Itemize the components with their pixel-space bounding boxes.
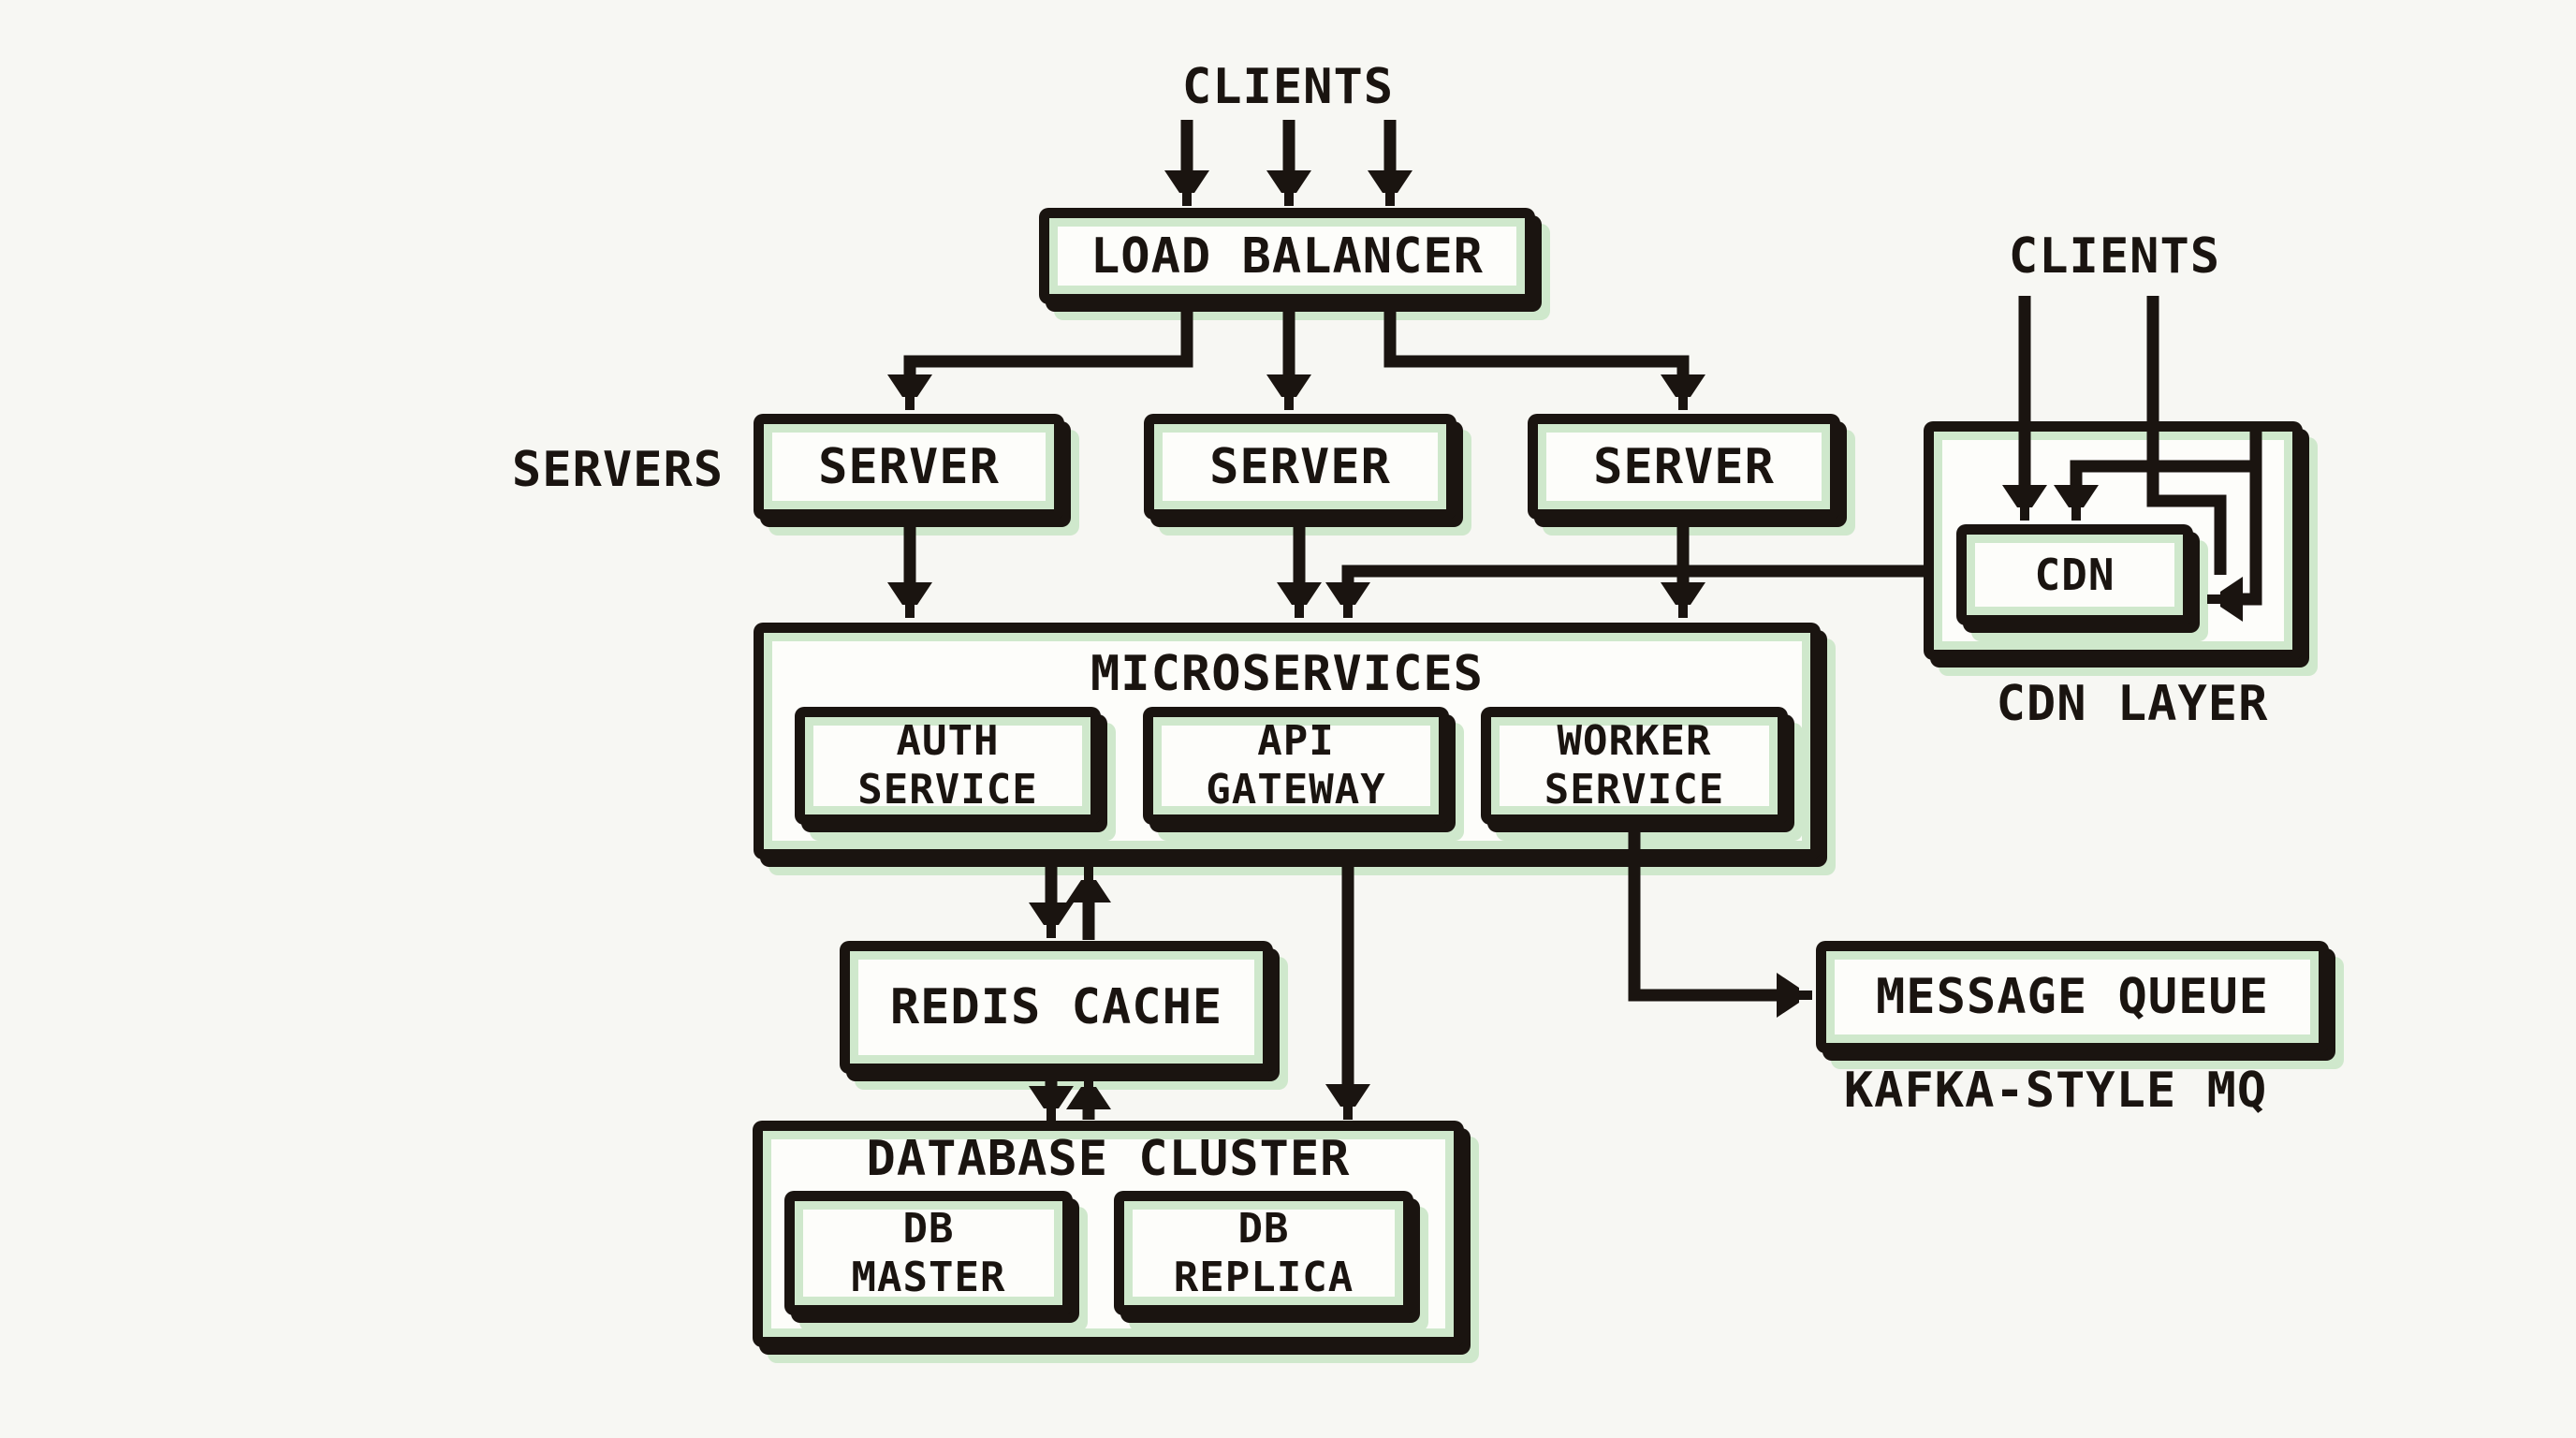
edge-lb-to-server3 bbox=[1383, 305, 1705, 410]
redis-cache-label: REDIS CACHE bbox=[889, 979, 1223, 1035]
node-message-queue: MESSAGE QUEUE bbox=[1816, 941, 2329, 1053]
clients-right-label: CLIENTS bbox=[2008, 228, 2221, 285]
node-worker-service: WORKER SERVICE bbox=[1481, 707, 1788, 825]
node-db-replica: DB REPLICA bbox=[1114, 1191, 1413, 1315]
edge-cdn-to-ms bbox=[1325, 565, 1924, 618]
clients-top-label: CLIENTS bbox=[1181, 59, 1395, 115]
node-db-master: DB MASTER bbox=[784, 1191, 1073, 1315]
api-gateway-label: API GATEWAY bbox=[1206, 717, 1386, 814]
node-server-2: SERVER bbox=[1144, 414, 1456, 520]
database-cluster-title: DATABASE CLUSTER bbox=[866, 1131, 1351, 1187]
node-cdn: CDN bbox=[1956, 524, 2193, 625]
microservices-title: MICROSERVICES bbox=[1090, 646, 1484, 702]
server-2-label: SERVER bbox=[1209, 438, 1391, 495]
edge-lb-to-server1 bbox=[887, 305, 1193, 410]
node-redis-cache: REDIS CACHE bbox=[840, 941, 1273, 1074]
load-balancer-label: LOAD BALANCER bbox=[1090, 227, 1484, 285]
server-1-label: SERVER bbox=[818, 438, 1000, 495]
cdn-label: CDN bbox=[2034, 550, 2115, 600]
cdn-layer-caption: CDN LAYER bbox=[1996, 676, 2269, 732]
node-server-3: SERVER bbox=[1528, 414, 1840, 520]
kafka-mq-caption: KAFKA-STYLE MQ bbox=[1843, 1063, 2268, 1119]
worker-service-label: WORKER SERVICE bbox=[1544, 717, 1725, 814]
servers-row-label: SERVERS bbox=[511, 442, 724, 498]
message-queue-label: MESSAGE QUEUE bbox=[1876, 969, 2269, 1025]
db-replica-label: DB REPLICA bbox=[1173, 1204, 1354, 1301]
server-3-label: SERVER bbox=[1593, 438, 1775, 495]
node-server-1: SERVER bbox=[754, 414, 1064, 520]
node-load-balancer: LOAD BALANCER bbox=[1039, 208, 1535, 304]
auth-service-label: AUTH SERVICE bbox=[857, 717, 1038, 814]
node-auth-service: AUTH SERVICE bbox=[795, 707, 1101, 825]
node-api-gateway: API GATEWAY bbox=[1143, 707, 1449, 825]
db-master-label: DB MASTER bbox=[851, 1204, 1006, 1301]
